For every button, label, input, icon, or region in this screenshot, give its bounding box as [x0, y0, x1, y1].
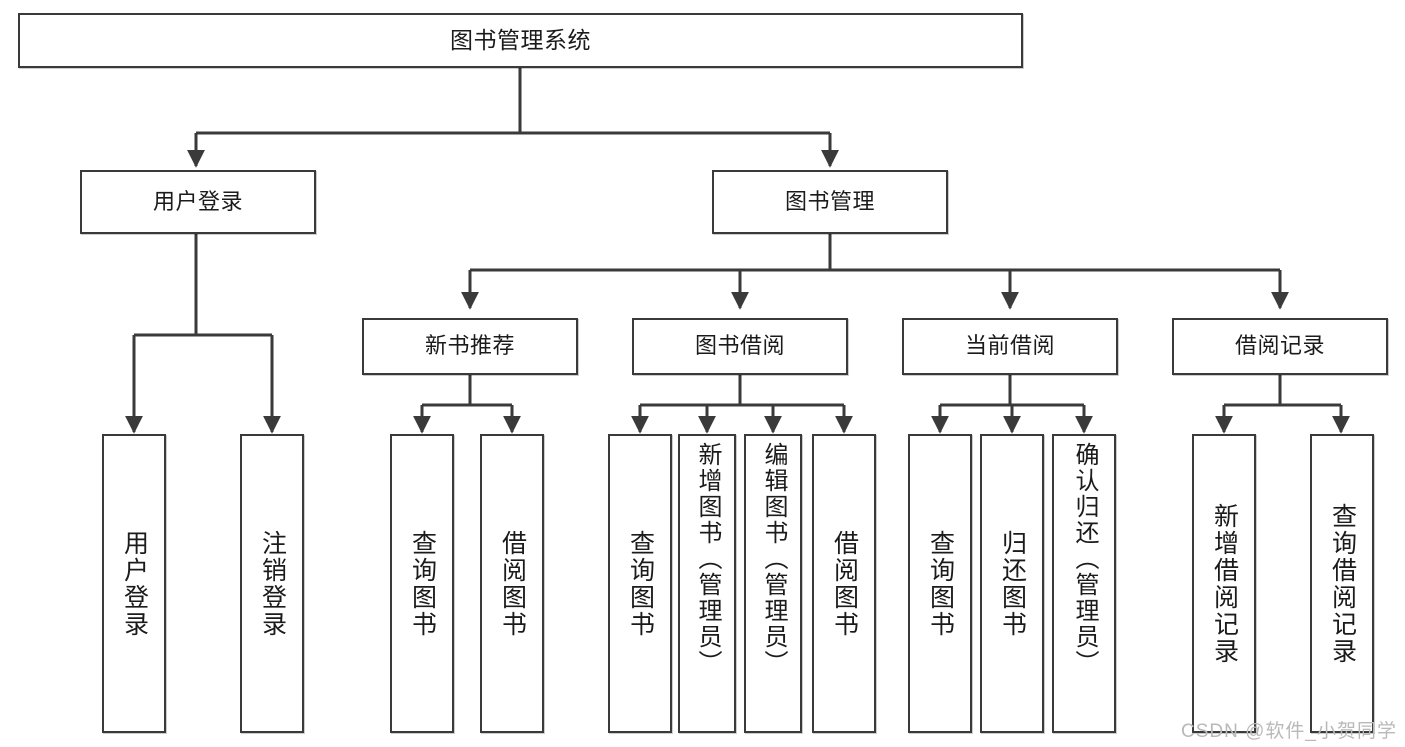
- node-book-borrow[interactable]: 图书借阅: [632, 318, 848, 375]
- node-label: 新增借阅记录: [1210, 502, 1239, 665]
- node-root-book-management-system[interactable]: 图书管理系统: [18, 13, 1023, 68]
- leaf-query-book-from-recommendation[interactable]: 查询图书: [390, 434, 454, 733]
- leaf-edit-book-admin[interactable]: 编辑图书（管理员）: [744, 434, 802, 733]
- node-label: 借阅图书: [498, 529, 527, 638]
- node-label: 编辑图书（管理员）: [760, 442, 787, 676]
- node-label: 图书管理系统: [450, 27, 591, 54]
- node-user-login[interactable]: 用户登录: [80, 170, 316, 234]
- node-label: 用户登录: [120, 529, 149, 638]
- node-label: 图书管理: [784, 188, 875, 214]
- node-label: 查询借阅记录: [1328, 502, 1357, 665]
- node-book-management[interactable]: 图书管理: [712, 170, 948, 234]
- leaf-query-borrow-record[interactable]: 查询借阅记录: [1310, 434, 1374, 733]
- node-label: 归还图书: [998, 529, 1027, 638]
- node-label: 用户登录: [152, 188, 243, 214]
- node-label: 查询图书: [626, 529, 655, 638]
- leaf-confirm-return-admin[interactable]: 确认归还（管理员）: [1052, 434, 1116, 733]
- node-label: 当前借阅: [964, 333, 1055, 359]
- leaf-borrow-book-from-borrow[interactable]: 借阅图书: [812, 434, 876, 733]
- node-label: 新增图书（管理员）: [694, 442, 721, 676]
- node-label: 查询图书: [926, 529, 955, 638]
- node-label: 图书借阅: [694, 333, 785, 359]
- node-label: 借阅记录: [1234, 333, 1325, 359]
- leaf-user-login[interactable]: 用户登录: [102, 434, 166, 733]
- node-label: 注销登录: [258, 529, 287, 638]
- node-current-borrow[interactable]: 当前借阅: [902, 318, 1118, 375]
- node-new-book-recommendation[interactable]: 新书推荐: [362, 318, 578, 375]
- node-label: 确认归还（管理员）: [1071, 442, 1098, 676]
- leaf-logout[interactable]: 注销登录: [240, 434, 304, 733]
- leaf-query-book-from-borrow[interactable]: 查询图书: [608, 434, 672, 733]
- node-borrow-record[interactable]: 借阅记录: [1172, 318, 1388, 375]
- leaf-add-borrow-record[interactable]: 新增借阅记录: [1192, 434, 1256, 733]
- leaf-return-book[interactable]: 归还图书: [980, 434, 1044, 733]
- leaf-query-book-from-current[interactable]: 查询图书: [908, 434, 972, 733]
- csdn-watermark: CSDN @软件_小贺同学: [1181, 721, 1397, 742]
- leaf-add-book-admin[interactable]: 新增图书（管理员）: [678, 434, 736, 733]
- node-label: 借阅图书: [830, 529, 859, 638]
- node-label: 新书推荐: [424, 333, 515, 359]
- leaf-borrow-book-from-recommendation[interactable]: 借阅图书: [480, 434, 544, 733]
- node-label: 查询图书: [408, 529, 437, 638]
